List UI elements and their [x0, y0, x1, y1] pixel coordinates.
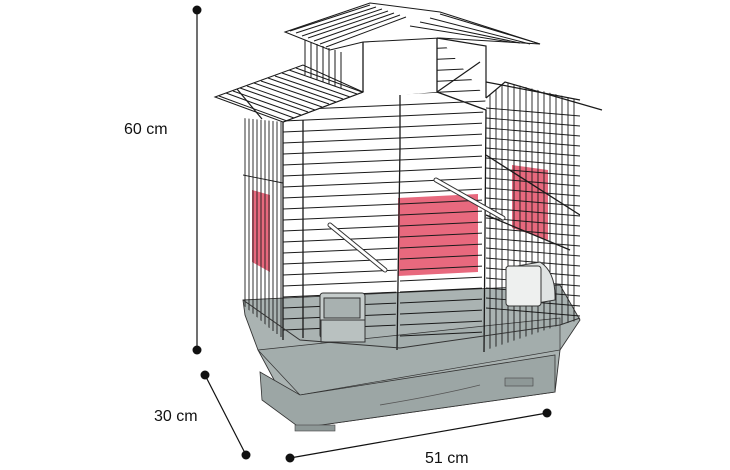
- feeder-left: [319, 292, 366, 343]
- wire-front-right: [400, 45, 486, 337]
- width-label: 51 cm: [425, 450, 469, 467]
- height-label: 60 cm: [124, 121, 168, 138]
- base-tray: [242, 284, 581, 432]
- perch-right: [433, 177, 506, 221]
- roof-right: [436, 37, 603, 111]
- depth-dimension-line: [200, 370, 251, 460]
- wire-left-side: [243, 118, 283, 337]
- height-dimension-line: [192, 5, 202, 355]
- base-rim: [242, 299, 581, 349]
- depth-label: 30 cm: [154, 408, 198, 425]
- feeder-right: [505, 261, 556, 307]
- width-dimension-line: [285, 408, 552, 463]
- roof-upper: [283, 2, 541, 88]
- perch-left: [327, 222, 388, 273]
